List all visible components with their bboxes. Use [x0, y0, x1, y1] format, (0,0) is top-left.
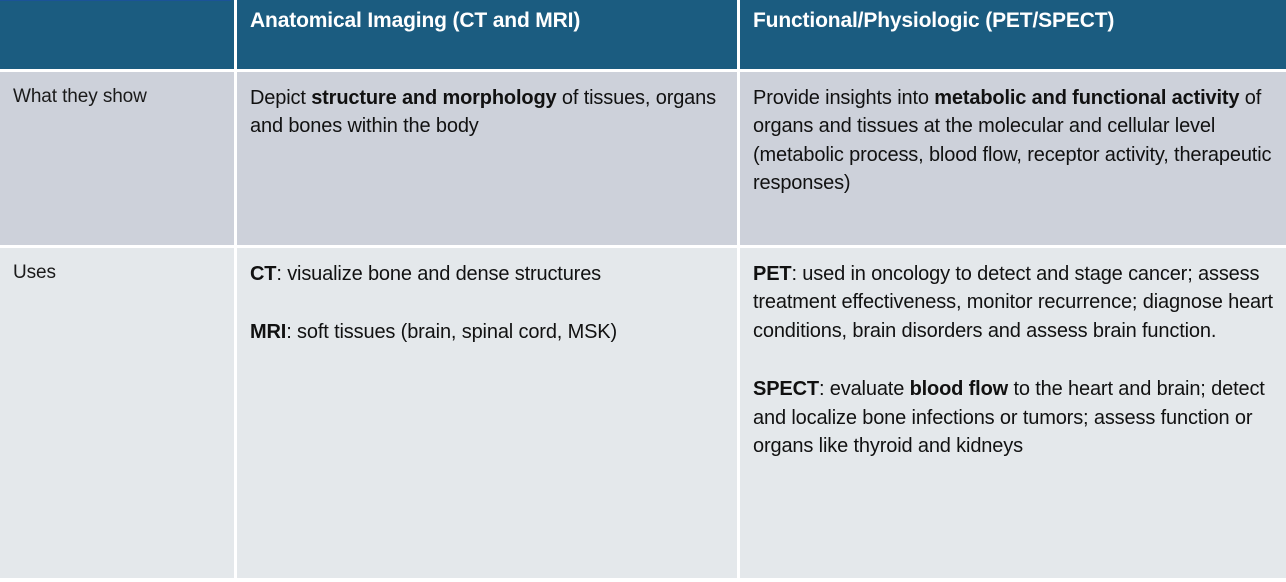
body-text: : evaluate — [818, 378, 910, 401]
cell-paragraph: CT: visualize bone and dense structures — [250, 260, 723, 288]
emphasis-text: CT — [250, 263, 277, 285]
header-cell-anatomical: Anatomical Imaging (CT and MRI) — [237, 0, 737, 69]
body-text: of organs and tissues at the molecular a… — [753, 87, 1272, 195]
table-header-row: Anatomical Imaging (CT and MRI) Function… — [0, 0, 1286, 69]
emphasis-text: SPECT — [753, 378, 819, 401]
emphasis-text: blood flow — [909, 378, 1009, 401]
cell-paragraph: Depict structure and morphology of tissu… — [250, 84, 723, 141]
body-text: : soft tissues (brain, spinal cord, MSK) — [286, 321, 618, 344]
body-text: to the heart and brain; detect and local… — [753, 378, 1265, 457]
body-text: : used in oncology to detect and stage c… — [753, 263, 1273, 342]
body-text: Provide insights into — [753, 87, 935, 109]
top-accent-strip — [0, 0, 231, 1]
cell-paragraph: MRI: soft tissues (brain, spinal cord, M… — [250, 318, 723, 346]
header-cell-blank — [0, 0, 234, 69]
table-header: Anatomical Imaging (CT and MRI) Function… — [0, 0, 1286, 69]
emphasis-text: MRI — [250, 321, 287, 344]
emphasis-text: PET — [753, 263, 792, 285]
emphasis-text: structure and morphology — [311, 87, 557, 109]
row-label-what-they-show: What they show — [0, 72, 234, 245]
body-text: of tissues, organs and bones within the … — [250, 87, 716, 138]
cell-uses-functional: PET: used in oncology to detect and stag… — [740, 248, 1286, 578]
table-body: What they show Depict structure and morp… — [0, 72, 1286, 578]
cell-what-they-show-anatomical: Depict structure and morphology of tissu… — [237, 72, 737, 245]
table-row: Uses CT: visualize bone and dense struct… — [0, 248, 1286, 578]
table-row: What they show Depict structure and morp… — [0, 72, 1286, 245]
header-cell-functional: Functional/Physiologic (PET/SPECT) — [740, 0, 1286, 69]
body-text: : visualize bone and dense structures — [276, 263, 602, 285]
cell-paragraph: Provide insights into metabolic and func… — [753, 84, 1278, 198]
row-label-uses: Uses — [0, 248, 234, 578]
cell-paragraph: PET: used in oncology to detect and stag… — [753, 260, 1278, 345]
cell-what-they-show-functional: Provide insights into metabolic and func… — [740, 72, 1286, 245]
cell-paragraph: SPECT: evaluate blood flow to the heart … — [753, 375, 1278, 460]
emphasis-text: metabolic and functional activity — [934, 87, 1240, 109]
body-text: Depict — [250, 87, 312, 109]
